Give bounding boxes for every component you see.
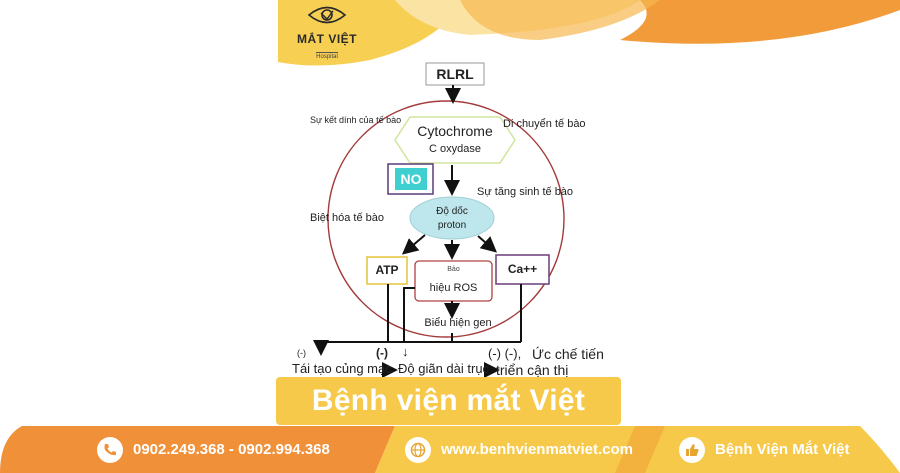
inhibit-label: Ức chế tiến [532,346,604,362]
myopia-progression-label: triển cận thị [496,362,569,378]
website-text: www.benhvienmatviet.com [441,441,633,458]
proliferation-label: Sự tăng sinh tế bào [477,186,574,198]
footer-website[interactable]: www.benhvienmatviet.com [405,426,633,473]
phone-text: 0902.249.368 - 0902.994.368 [133,441,330,458]
atp-label: ATP [375,263,399,277]
ca-label: Ca++ [507,262,538,276]
gene-expression-label: Biểu hiện gen [424,317,492,329]
top-orange-shape [620,0,900,44]
banner-title: Bệnh viện mắt Việt [311,384,586,417]
proton-label: Độ dốc [436,206,468,217]
logo-brand-text: MẮT VIỆT [297,32,357,46]
differentiation-label: Biệt hóa tế bào [310,212,385,224]
footer: 0902.249.368 - 0902.994.368 www.benhvien… [0,426,900,473]
proton-sub-label: proton [437,220,467,231]
top-mid-shape [460,0,660,40]
cytochrome-sub-label: C oxydase [429,143,481,155]
logo-sub-text: Hospital [316,52,338,60]
cytochrome-label: Cytochrome [417,123,493,139]
hospital-logo: MẮT VIỆT Hospital [282,2,372,60]
rlrl-label: RLRL [436,66,474,82]
no-box [395,168,427,190]
minus-left-label: (-) [297,348,306,358]
minus-right-label: (-) (-), [488,346,522,361]
remodeling-label: Tái tạo củng mạc [292,361,392,376]
footer-background [0,426,900,473]
arrow-proton-atp [401,234,426,255]
facebook-text: Bệnh Viện Mắt Việt [715,441,850,458]
axial-length-label: Độ giãn dài trục [398,361,490,376]
like-icon [679,436,705,463]
adhesion-label: Sự kết dính của tế bào [310,115,402,125]
line-ros-left [403,287,415,342]
footer-phone[interactable]: 0902.249.368 - 0902.994.368 [97,426,330,473]
ca-box [495,254,550,285]
no-label: NO [400,171,422,187]
eye-logo-icon [307,6,347,24]
proton-ellipse [409,196,495,240]
minus-center-label: (-) [376,346,388,360]
arrow-proton-ca [477,235,498,253]
cytochrome-hexagon [394,116,516,164]
migration-label: Di chuyển tế bào [503,118,586,130]
phone-icon [97,436,123,463]
rlrl-box [425,62,485,86]
ros-small-label: Bảo [447,266,460,273]
atp-box [366,256,408,285]
ros-label: hiệu ROS [429,282,478,294]
ros-box [414,260,493,302]
down-arrow-label: ↓ [402,344,409,359]
globe-icon [405,436,431,463]
title-banner: Bệnh viện mắt Việt [276,377,621,425]
footer-facebook[interactable]: Bệnh Viện Mắt Việt [679,426,849,473]
